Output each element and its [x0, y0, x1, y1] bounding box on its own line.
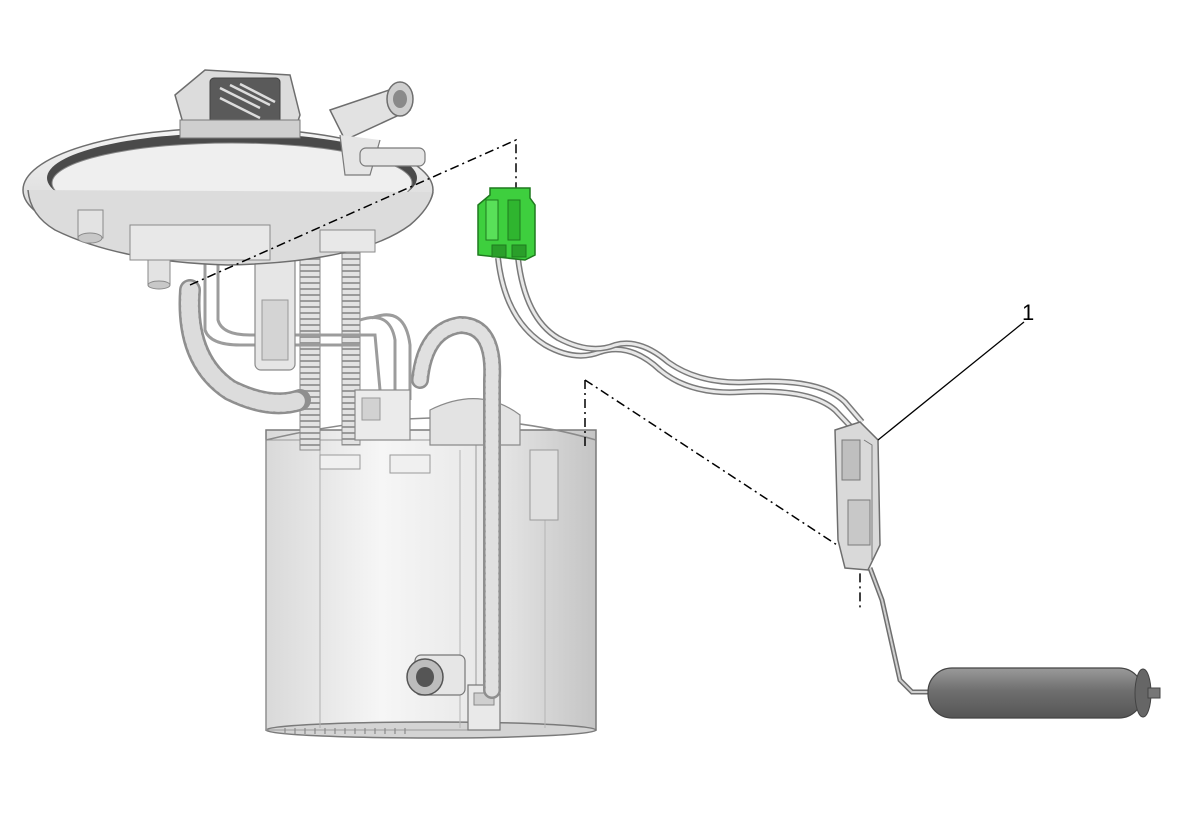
- fuel-pump-module-icon: [22, 69, 597, 739]
- connector-icon: [477, 187, 536, 261]
- fuel-level-sensor-icon: [834, 421, 935, 695]
- module-electrical-connector: [174, 69, 301, 139]
- callout-leader-line: [877, 321, 1025, 441]
- outlet-nipple: [406, 654, 466, 696]
- callout-label: 1: [1022, 300, 1034, 325]
- pump-flange: [22, 127, 434, 290]
- fuel-outlet-pipe: [328, 81, 426, 176]
- float-icon: [927, 667, 1161, 719]
- sensor-wire-harness: [495, 257, 865, 431]
- callout-1: 1: [877, 300, 1034, 441]
